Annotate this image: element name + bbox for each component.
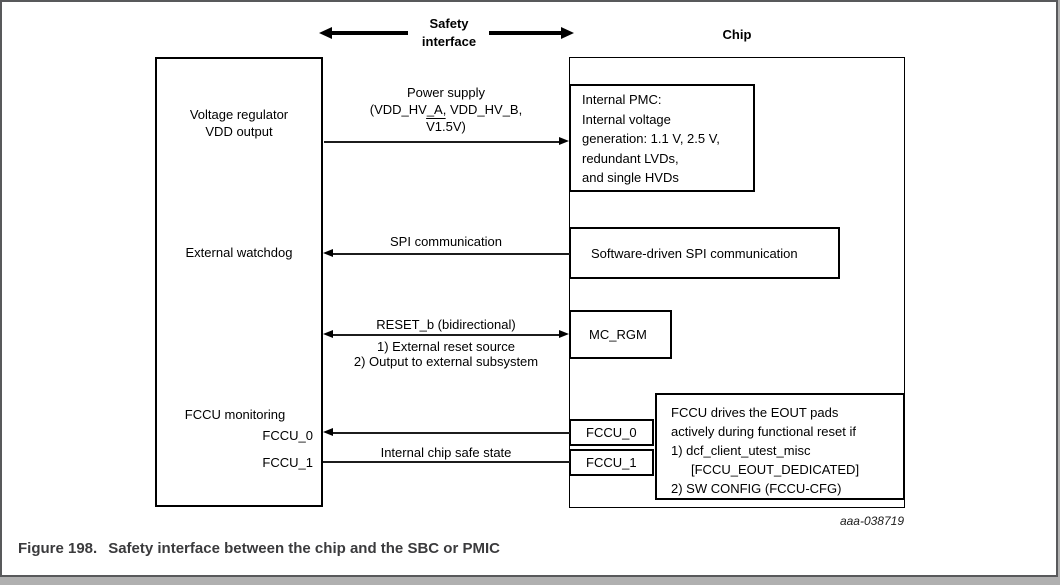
- fccu-eout-line5: 2) SW CONFIG (FCCU-CFG): [671, 481, 842, 496]
- reset-note1: 1) External reset source: [376, 339, 515, 354]
- figure-caption-number: Figure 198.: [18, 540, 98, 557]
- fccu-eout-line2: actively during functional reset if: [671, 424, 856, 439]
- fccu-eout-line3: 1) dcf_client_utest_misc: [671, 443, 811, 458]
- spi-arrowhead: [323, 249, 333, 257]
- page-footer-strip: [0, 577, 1060, 585]
- internal-pmc-line5: and single HVDs: [582, 170, 679, 185]
- internal-pmc-box: [569, 84, 755, 192]
- fccu-monitoring-label: FCCU monitoring: [184, 407, 286, 422]
- fccu-eout-text: FCCU drives the EOUT pads actively durin…: [671, 403, 901, 498]
- internal-pmc-line1: Internal PMC:: [582, 92, 662, 107]
- external-fccu0-label: FCCU_0: [262, 428, 313, 443]
- safety-interface-label-line2: interface: [421, 34, 477, 49]
- figure-caption-title: Safety interface between the chip and th…: [108, 540, 500, 557]
- safety-interface-arrow-right-shaft: [489, 31, 561, 35]
- chip-safe-state-label: Internal chip safe state: [380, 445, 512, 460]
- chip-fccu0-box-label: FCCU_0: [586, 425, 637, 440]
- chip-fccu1-box: FCCU_1: [569, 449, 654, 476]
- power-supply-arrowhead: [559, 137, 569, 145]
- safety-interface-arrow-left-shaft: [331, 31, 408, 35]
- fccu-eout-line1: FCCU drives the EOUT pads: [671, 405, 839, 420]
- chip-fccu0-box: FCCU_0: [569, 419, 654, 446]
- mc-rgm-box: MC_RGM: [569, 310, 672, 359]
- chip-label: Chip: [722, 27, 752, 42]
- power-supply-label-line2: (VDD_HV_A, VDD_HV_B,: [369, 102, 523, 117]
- internal-pmc-line4: redundant LVDs,: [582, 150, 679, 166]
- artwork-id: aaa-038719: [839, 514, 904, 528]
- mc-rgm-box-label: MC_RGM: [589, 327, 647, 342]
- internal-pmc-line3: generation: 1.1 V, 2.5 V,: [582, 131, 720, 146]
- external-system-box: [155, 57, 323, 507]
- internal-pmc-text: Internal PMC: Internal voltage generatio…: [582, 90, 752, 188]
- spi-label: SPI communication: [390, 234, 502, 249]
- reset-note2: 2) Output to external subsystem: [353, 354, 539, 369]
- fccu-eout-box: [655, 393, 905, 500]
- power-supply-label-line3: V1.5V): [322, 118, 570, 135]
- reset-arrowhead-left: [323, 330, 333, 338]
- fccu0-line: [333, 432, 570, 434]
- spi-communication-box-label: Software-driven SPI communication: [591, 245, 798, 261]
- reset-label: RESET_b (bidirectional): [376, 317, 516, 332]
- safety-interface-arrow-left-head: [319, 26, 332, 39]
- voltage-regulator-label-line2: VDD output: [205, 124, 273, 139]
- safety-interface-label: Safety interface: [399, 15, 499, 51]
- power-supply-v15-rest: 5V): [445, 119, 466, 134]
- voltage-regulator-label: Voltage regulator VDD output: [155, 106, 323, 140]
- fccu-eout-line4: [FCCU_EOUT_DEDICATED]: [691, 462, 860, 477]
- internal-pmc-line2: Internal voltage: [582, 111, 671, 127]
- figure-caption: Figure 198. Safety interface between the …: [18, 540, 500, 557]
- chip-fccu1-box-label: FCCU_1: [586, 455, 637, 470]
- reset-arrowhead-right: [559, 330, 569, 338]
- external-watchdog-label: External watchdog: [185, 245, 293, 260]
- spi-line: [333, 253, 570, 255]
- power-supply-label-line1: Power supply: [406, 85, 486, 100]
- external-fccu1-label: FCCU_1: [262, 455, 313, 470]
- voltage-regulator-label-line1: Voltage regulator: [189, 107, 289, 122]
- reset-line: [333, 334, 559, 336]
- power-supply-v15-overline: V1.: [426, 119, 446, 134]
- fccu1-line: [323, 461, 570, 463]
- fccu0-arrowhead: [323, 428, 333, 436]
- safety-interface-arrow-right-head: [561, 26, 574, 39]
- safety-interface-label-line1: Safety: [429, 16, 469, 31]
- power-supply-line: [324, 141, 559, 143]
- power-supply-label: Power supply (VDD_HV_A, VDD_HV_B, V1.5V): [322, 84, 570, 135]
- spi-communication-box: Software-driven SPI communication: [569, 227, 840, 279]
